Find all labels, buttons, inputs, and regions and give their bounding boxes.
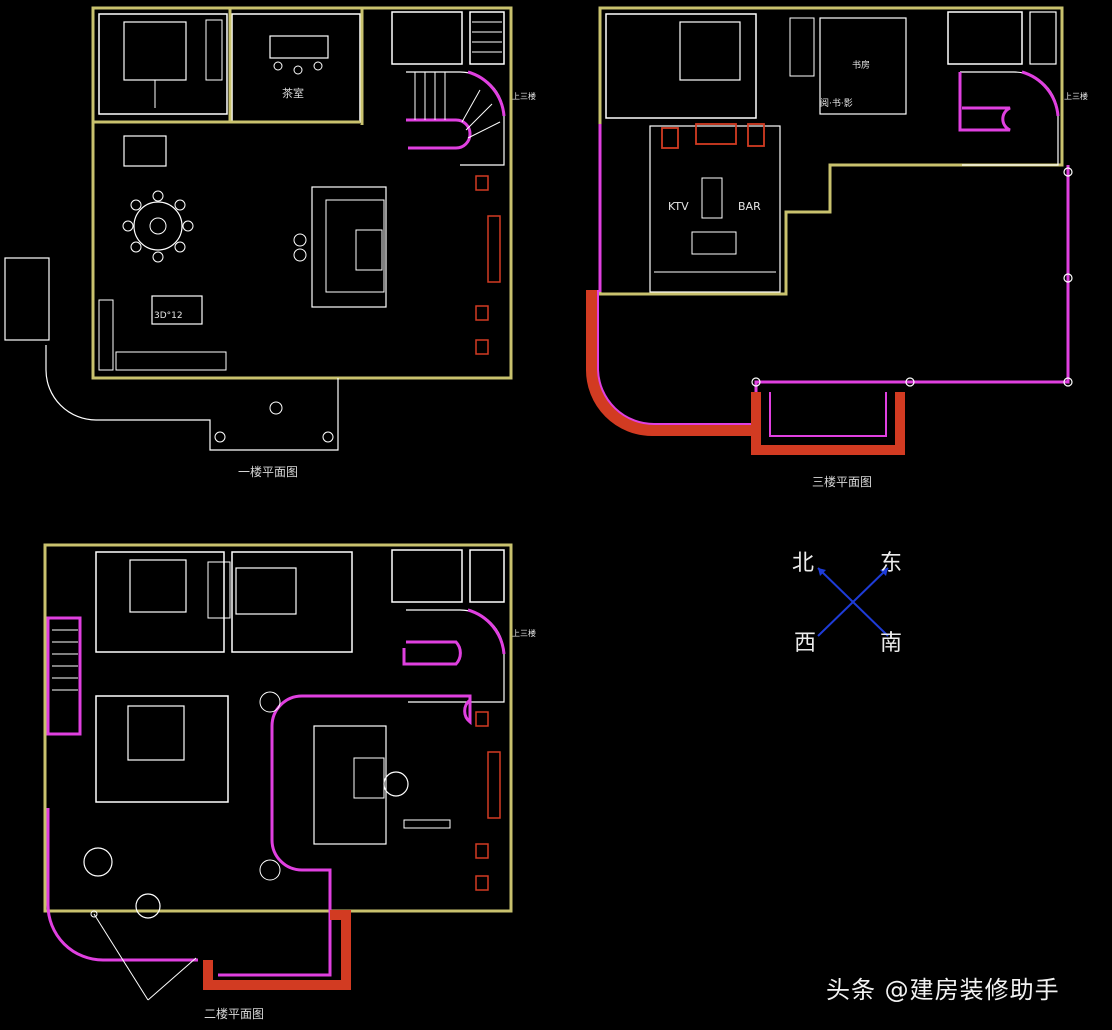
first-floor-dining-table [123, 135, 167, 167]
first-floor-outer-wall [91, 6, 513, 380]
compass-west-label: 西 [794, 631, 816, 656]
second-floor-void-railing [218, 694, 472, 977]
compass-north-label: 北 [792, 551, 814, 576]
first-floor-front-porch [45, 345, 339, 451]
first-floor-bathroom [391, 11, 463, 65]
second-floor-terrace-balustrade [203, 910, 351, 990]
watermark-text: 头条 @建房装修助手 [826, 976, 1060, 1004]
tea-room-label: 茶室 [282, 86, 304, 100]
second-floor-sofa-set [313, 725, 387, 845]
third-floor-ktv-label: KTV [668, 200, 689, 213]
third-floor-title: 三楼平面图 [812, 474, 872, 489]
third-floor-bedroom [605, 13, 757, 119]
third-floor-ktv-room [649, 125, 781, 293]
second-floor-stair-note: 上三楼 [512, 628, 536, 638]
third-floor-bar-label: BAR [738, 200, 761, 213]
second-floor-bedroom-3 [95, 695, 229, 803]
compass-south-label: 南 [880, 631, 902, 656]
third-floor-study [819, 17, 907, 115]
second-floor-bedroom-1 [95, 551, 225, 653]
first-floor-stair-note: 上三楼 [512, 91, 536, 101]
compass-rose: 北 东 西 南 [792, 551, 902, 656]
second-floor-west-balcony [46, 616, 82, 736]
third-floor-terrace-balustrade [586, 290, 905, 455]
compass-axis-east-west [817, 567, 889, 637]
second-floor-title: 二楼平面图 [204, 1006, 264, 1021]
first-floor-sofa-set [293, 186, 387, 308]
third-floor-spiral-stair: 上三楼 [958, 70, 1088, 166]
third-floor-terrace-railing [754, 165, 1070, 414]
second-floor-bedroom-2 [231, 551, 353, 653]
first-floor-kitchen-island [151, 295, 203, 325]
compass-east-label: 东 [880, 551, 902, 576]
third-floor-study-tag: 书房 [852, 59, 870, 71]
first-floor-bed [123, 21, 187, 81]
first-floor-round-table [122, 190, 194, 263]
third-floor-stair-note: 上三楼 [1064, 91, 1088, 101]
first-floor-title: 一楼平面图 [238, 464, 298, 479]
second-floor-plan: 上三楼 二楼平面图 [43, 543, 536, 1021]
first-floor-bedroom [98, 13, 228, 115]
second-floor-spiral-stair: 上三楼 [402, 608, 536, 703]
third-floor-outer-wall [598, 6, 1064, 296]
third-floor-multi-label: 阅·书·影 [820, 98, 853, 109]
third-floor-plan: 书房 阅·书·影 上三楼 KTV BAR [586, 6, 1088, 489]
first-floor-tea-room [231, 13, 361, 123]
first-floor-plan: 茶室 上三楼 [4, 6, 536, 479]
first-floor-spiral-stair: 上三楼 [406, 70, 536, 166]
second-floor-terrace-railing [46, 808, 198, 962]
first-floor-dining-tag: 3D°12 [154, 311, 183, 321]
second-floor-outer-wall [43, 543, 513, 913]
first-floor-west-wing [4, 257, 50, 341]
